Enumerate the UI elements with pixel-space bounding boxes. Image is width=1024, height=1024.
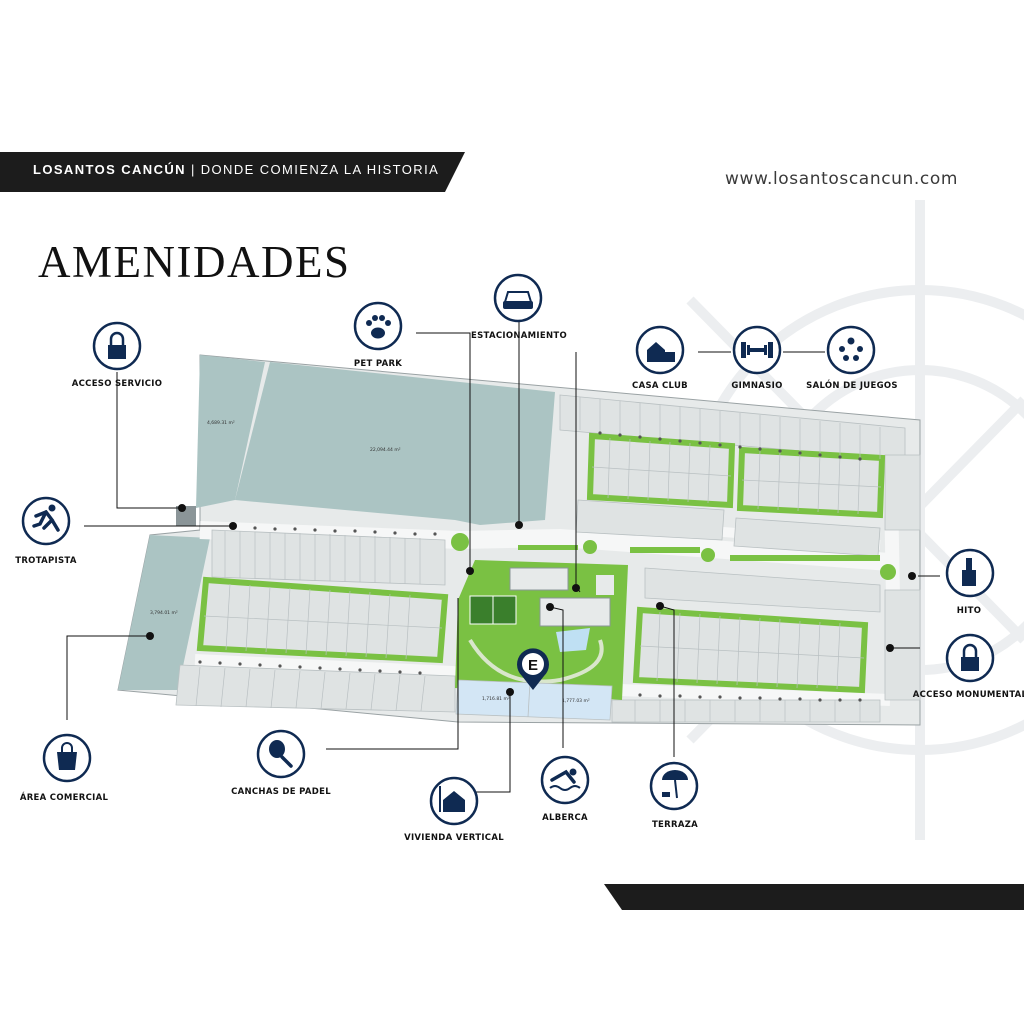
label-area-comercial[interactable]: ÁREA COMERCIAL <box>19 793 109 803</box>
amenity-icons <box>21 273 995 826</box>
label-alberca[interactable]: ALBERCA <box>542 813 588 823</box>
lot-block-3 <box>175 664 456 713</box>
label-canchas-de-padel[interactable]: CANCHAS DE PADEL <box>231 787 331 797</box>
clubhouse-building <box>509 567 569 591</box>
map-marker-e[interactable]: E <box>517 648 549 690</box>
central-park <box>455 560 628 700</box>
lot-area-left: 3,794.01 m² <box>150 610 178 616</box>
label-terraza[interactable]: TERRAZA <box>651 820 699 830</box>
lot-top-left <box>196 355 265 508</box>
vivienda-vertical-building-icon <box>429 776 479 826</box>
pet-park-paw-icon <box>353 301 403 351</box>
leader-lines <box>66 316 940 793</box>
brand-name: LOSANTOS CANCÚN <box>33 162 186 177</box>
leader-dots <box>146 504 916 696</box>
acceso-monumental-lock-icon <box>945 633 995 683</box>
label-estacionamiento[interactable]: ESTACIONAMIENTO <box>470 331 568 341</box>
alberca-swimmer-icon <box>540 755 590 805</box>
acceso-servicio-lock-icon <box>92 321 142 371</box>
lot-block-11 <box>611 699 881 723</box>
casa-club-clubhouse-icon <box>635 325 685 375</box>
pool <box>556 628 590 652</box>
lot-block-7 <box>575 499 725 541</box>
header-separator: | <box>190 162 196 177</box>
trotapista-runner-icon <box>21 496 71 546</box>
footer-bar <box>604 884 1024 910</box>
lot-block-12 <box>884 454 921 531</box>
page-title: AMENIDADES <box>38 237 351 287</box>
parking-area <box>596 575 614 595</box>
lot-area-vertical-1: 1,716.81 m² <box>482 696 510 702</box>
label-casa-club[interactable]: CASA CLUB <box>632 381 688 391</box>
label-trotapista[interactable]: TROTAPISTA <box>15 556 77 566</box>
header-title: LOSANTOS CANCÚN | DONDE COMIENZA LA HIST… <box>33 162 439 177</box>
area-comercial-shopping-bag-icon <box>42 733 92 783</box>
header-bar <box>0 152 465 192</box>
street-lights <box>198 431 862 702</box>
gimnasio-dumbbell-icon <box>732 325 782 375</box>
terrace-building <box>539 597 611 627</box>
lot-divisions <box>195 397 882 722</box>
label-acceso-monumental[interactable]: ACCESO MONUMENTAL <box>912 690 1024 700</box>
lot-area-vertical-2: 1,777.03 m² <box>562 698 590 704</box>
label-vivienda-vertical[interactable]: VIVIENDA VERTICAL <box>404 833 504 843</box>
label-salon-de-juegos[interactable]: SALÓN DE JUEGOS <box>806 381 898 391</box>
lot-left <box>118 535 210 690</box>
salon-de-juegos-games-icon <box>826 325 876 375</box>
estacionamiento-car-icon <box>493 273 543 323</box>
vertical-housing-lots <box>455 679 613 721</box>
terraza-umbrella-icon <box>649 761 699 811</box>
lot-area-top-left: 4,689.31 m² <box>207 420 235 426</box>
marker-letter: E <box>528 657 538 674</box>
header-tagline: DONDE COMIENZA LA HISTORIA <box>200 162 440 177</box>
lot-block-9 <box>644 567 881 613</box>
label-acceso-servicio[interactable]: ACCESO SERVICIO <box>71 379 163 389</box>
lot-area-top-center: 22,094.44 m² <box>370 447 401 453</box>
lot-top-center <box>235 362 555 525</box>
canchas-de-padel-racket-icon <box>256 729 306 779</box>
label-pet-park[interactable]: PET PARK <box>353 359 403 369</box>
website-url[interactable]: www.losantoscancun.com <box>725 169 958 189</box>
lot-block-13 <box>884 589 921 701</box>
hito-monument-icon <box>945 548 995 598</box>
lot-block-1 <box>211 529 446 586</box>
label-gimnasio[interactable]: GIMNASIO <box>731 381 783 391</box>
label-hito[interactable]: HITO <box>956 606 982 616</box>
